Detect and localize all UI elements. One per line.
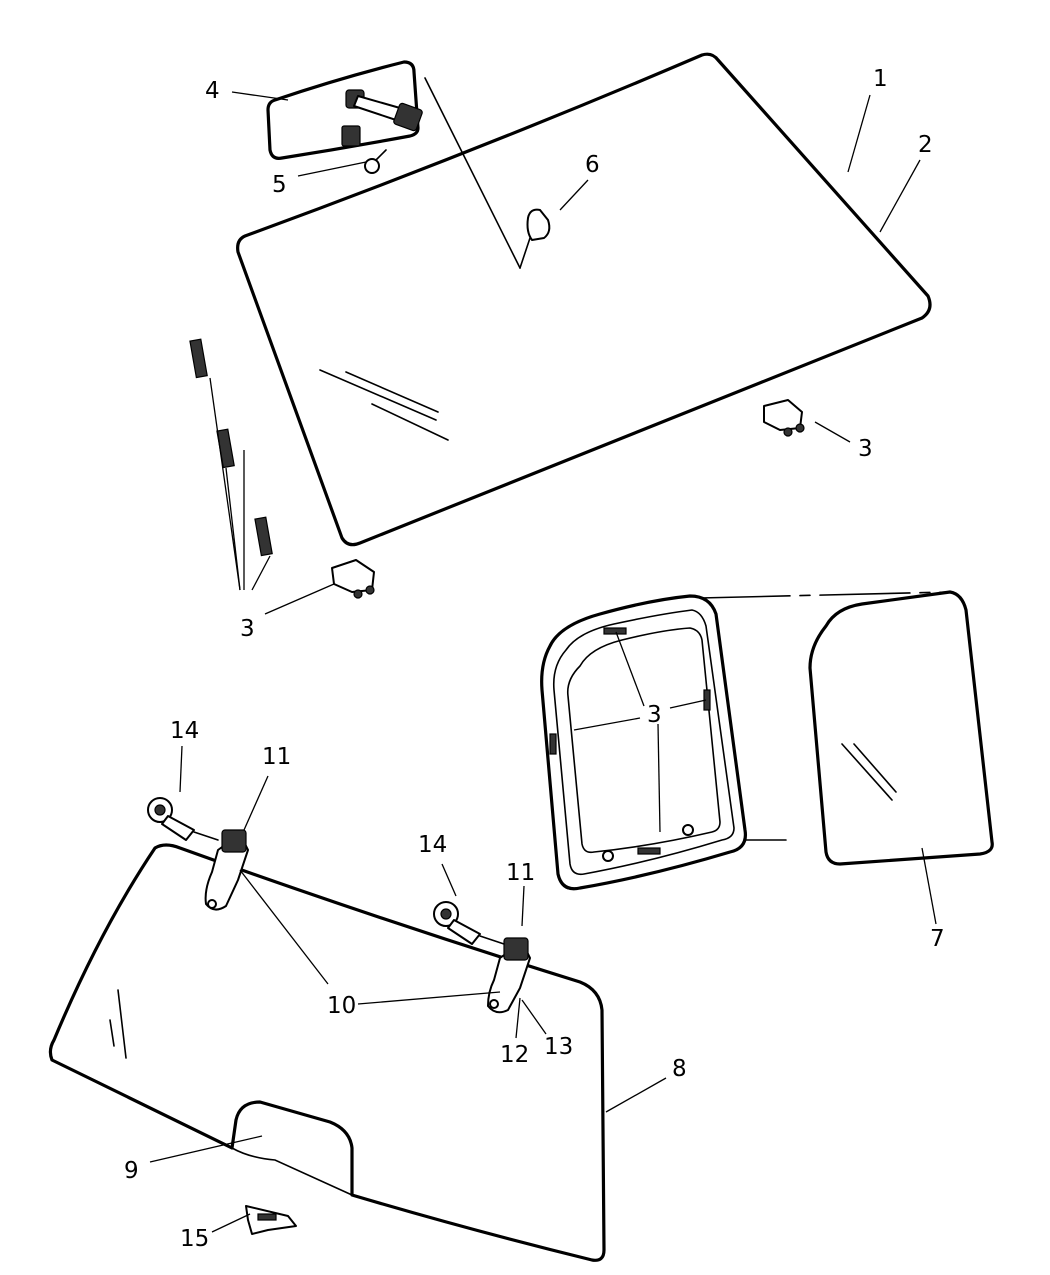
mirror-screw [364,149,387,174]
callout-9: 9 [124,1158,139,1184]
callout-10: 10 [327,993,356,1019]
callout-14-right: 14 [418,832,447,858]
windshield-glass [236,52,932,547]
callout-8: 8 [672,1056,687,1082]
liftgate-hinge-right [487,937,531,1014]
callout-15: 15 [180,1226,209,1252]
callout-3-left: 3 [240,616,255,642]
windshield-spacers [189,338,273,557]
mirror-button [526,208,551,241]
callout-4: 4 [205,78,220,104]
callout-6: 6 [585,152,600,178]
callout-1: 1 [873,66,888,92]
liftgate-hinge-left [204,829,249,911]
liftgate-glass [48,843,606,1262]
hinge-screw-right [433,901,505,945]
liftgate-striker [245,1205,297,1235]
callout-3-frame: 3 [647,702,662,728]
hinge-screw-left [147,797,219,841]
callout-13: 13 [544,1034,573,1060]
callout-11-right: 11 [506,860,535,886]
rearview-mirror [266,60,423,160]
leader-lines [149,91,937,1233]
callout-3-right: 3 [858,436,873,462]
callout-2: 2 [918,132,933,158]
callout-12: 12 [500,1042,529,1068]
windshield-clip-left [331,559,375,599]
callout-11-left: 11 [262,744,291,770]
callout-14-left: 14 [170,718,199,744]
callout-labels: 1 2 3 3 3 4 5 6 7 8 9 10 11 11 12 13 14 … [124,66,945,1252]
callout-7: 7 [930,926,945,952]
callout-5: 5 [272,172,287,198]
windshield-clip-right [763,399,805,437]
quarter-window-frame [540,591,951,891]
quarter-window-glass [808,590,994,866]
